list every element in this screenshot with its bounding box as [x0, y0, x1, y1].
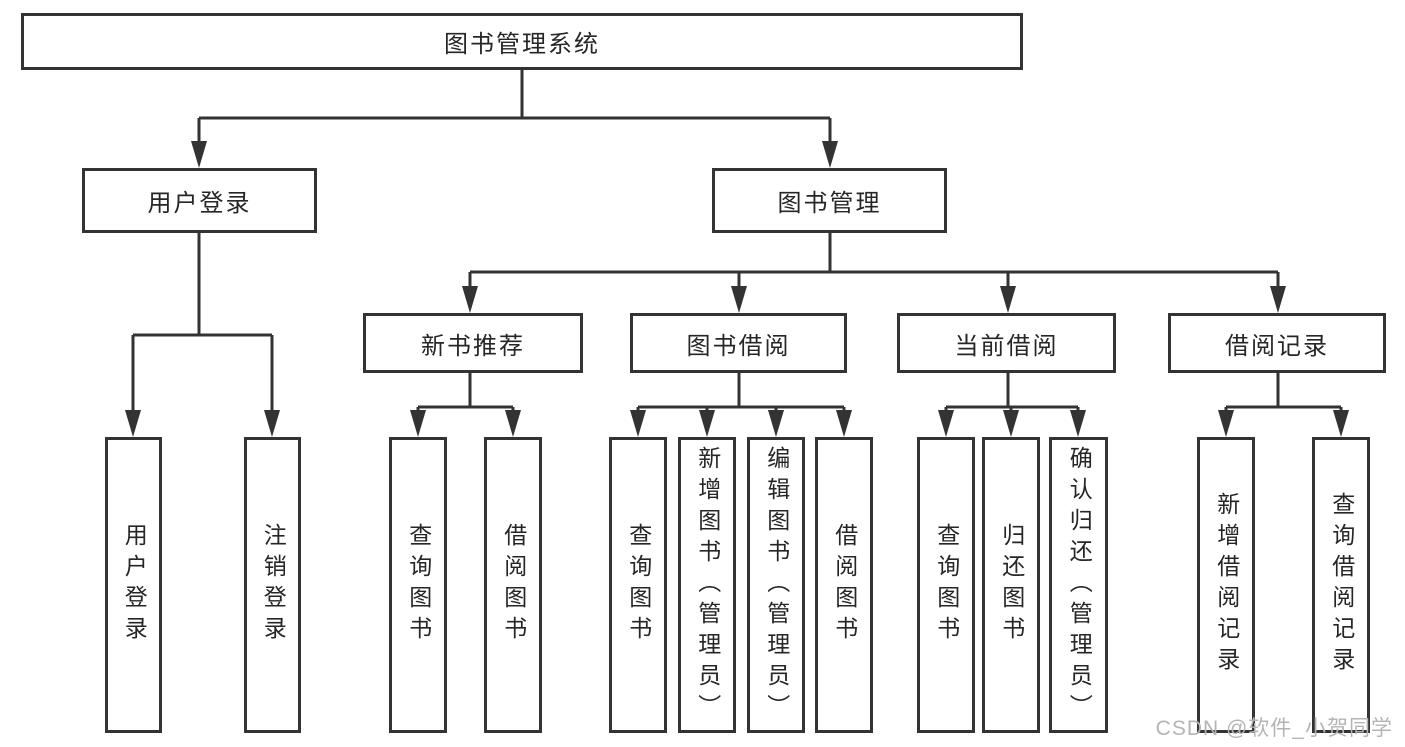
arrowhead [699, 410, 715, 437]
arrowhead [1003, 410, 1019, 437]
leaf-label: 注销登录 [260, 523, 287, 647]
connector-book-management-branch [462, 233, 1286, 313]
arrowhead [836, 410, 852, 437]
node-library-system: 图书管理系统 [21, 13, 1023, 70]
leaf-borrow-books-recommend: 借阅图书 [484, 437, 542, 733]
node-label: 用户登录 [147, 190, 252, 217]
arrowhead [264, 410, 280, 437]
node-borrow-records: 借阅记录 [1168, 313, 1386, 373]
leaf-return-books: 归还图书 [982, 437, 1040, 733]
arrowhead [938, 410, 954, 437]
connector-new-book-branch [410, 373, 521, 437]
node-user-login: 用户登录 [82, 168, 317, 233]
leaf-confirm-return-admin: 确认归还（管理员） [1049, 437, 1108, 733]
leaf-label: 新增借阅记录 [1213, 492, 1240, 678]
node-label: 图书管理 [777, 190, 882, 217]
node-new-book-recommend: 新书推荐 [363, 313, 583, 373]
connector-user-login-branch [125, 233, 280, 437]
arrowhead [1218, 410, 1234, 437]
leaf-add-books-admin: 新增图书（管理员） [678, 437, 736, 733]
arrowhead [1070, 410, 1086, 437]
node-label: 图书管理系统 [444, 31, 600, 58]
leaf-borrow-books: 借阅图书 [815, 437, 873, 733]
node-current-borrow: 当前借阅 [897, 313, 1116, 373]
leaf-user-login: 用户登录 [105, 437, 162, 733]
leaf-logout-login: 注销登录 [244, 437, 301, 733]
leaf-query-books-recommend: 查询图书 [389, 437, 447, 733]
leaf-label: 借阅图书 [500, 523, 527, 647]
leaf-add-borrow-record: 新增借阅记录 [1197, 437, 1255, 733]
arrowhead [505, 410, 521, 437]
connector-root-branch [191, 70, 838, 168]
arrowhead [1000, 286, 1016, 313]
connector-book-borrow-branch [630, 373, 852, 437]
node-label: 图书借阅 [686, 332, 791, 360]
node-label: 当前借阅 [954, 332, 1059, 360]
leaf-label: 查询图书 [405, 523, 432, 647]
leaf-label: 查询借阅记录 [1328, 492, 1355, 678]
leaf-query-borrow-record: 查询借阅记录 [1312, 437, 1370, 733]
leaf-label: 新增图书（管理员） [694, 445, 721, 725]
node-label: 新书推荐 [421, 332, 525, 360]
arrowhead [822, 141, 838, 168]
arrowhead [410, 410, 426, 437]
node-book-borrow: 图书借阅 [630, 313, 847, 373]
watermark: CSDN @软件_小贺同学 [1155, 717, 1393, 740]
arrowhead [768, 410, 784, 437]
leaf-label: 用户登录 [121, 523, 148, 647]
connector-borrow-records-branch [1218, 373, 1349, 437]
leaf-label: 编辑图书（管理员） [763, 445, 790, 725]
leaf-label: 归还图书 [998, 523, 1025, 647]
node-book-management: 图书管理 [712, 168, 947, 233]
arrowhead [125, 410, 141, 437]
arrowhead [462, 286, 478, 313]
arrowhead [191, 141, 207, 168]
leaf-label: 借阅图书 [831, 523, 858, 647]
leaf-edit-books-admin: 编辑图书（管理员） [747, 437, 805, 733]
connector-current-borrow-branch [938, 373, 1086, 437]
leaf-query-books-borrow: 查询图书 [609, 437, 667, 733]
leaf-query-books-current: 查询图书 [917, 437, 975, 733]
node-label: 借阅记录 [1225, 332, 1329, 360]
arrowhead [1333, 410, 1349, 437]
arrowhead [630, 410, 646, 437]
leaf-label: 查询图书 [625, 523, 652, 647]
arrowhead [731, 286, 747, 313]
leaf-label: 确认归还（管理员） [1066, 445, 1093, 725]
leaf-label: 查询图书 [933, 523, 960, 647]
arrowhead [1270, 286, 1286, 313]
